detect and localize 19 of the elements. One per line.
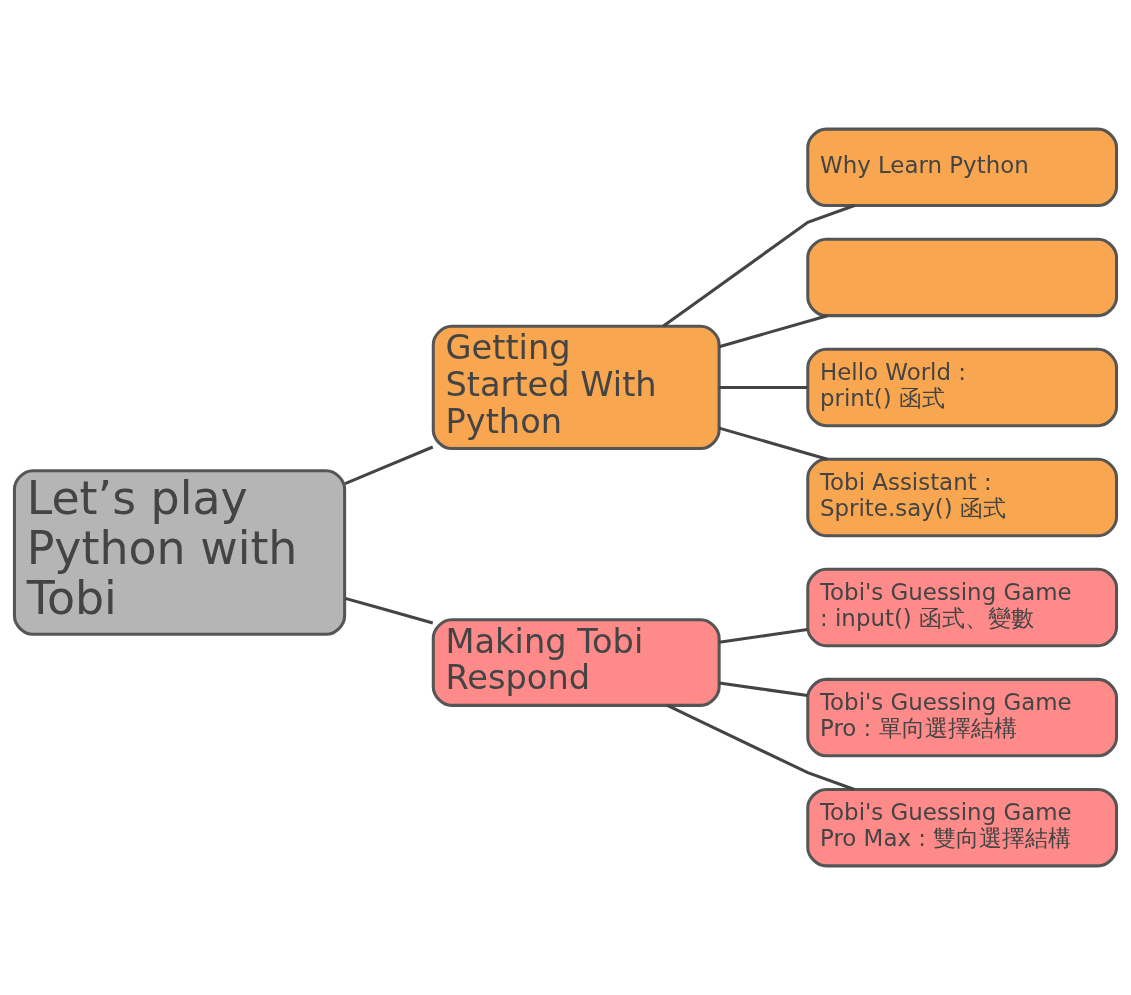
node-box: Tobi's Guessing Game : input() 函式、變數 — [806, 567, 1119, 648]
node-box: Let’s play Python with Tobi — [12, 469, 347, 636]
connector — [344, 445, 434, 486]
connector — [719, 681, 808, 698]
connector — [344, 596, 434, 625]
connector — [719, 385, 808, 389]
node-box: Getting Started With Python — [431, 324, 721, 451]
node-box: Making Tobi Respond — [431, 618, 721, 707]
connector — [718, 426, 828, 461]
connector — [662, 204, 855, 328]
node-box: Tobi Assistant : Sprite.say() 函式 — [806, 457, 1119, 538]
node-box: Hello World : print() 函式 — [806, 347, 1119, 428]
connector — [718, 314, 828, 349]
node-box: Tobi's Guessing Game Pro Max : 雙向選擇結構 — [806, 787, 1119, 868]
connector — [719, 628, 808, 644]
node-box — [806, 237, 1119, 318]
node-box: Tobi's Guessing Game Pro : 單向選擇結構 — [806, 677, 1119, 758]
node-box: Why Learn Python — [806, 127, 1119, 208]
connector — [666, 704, 855, 791]
